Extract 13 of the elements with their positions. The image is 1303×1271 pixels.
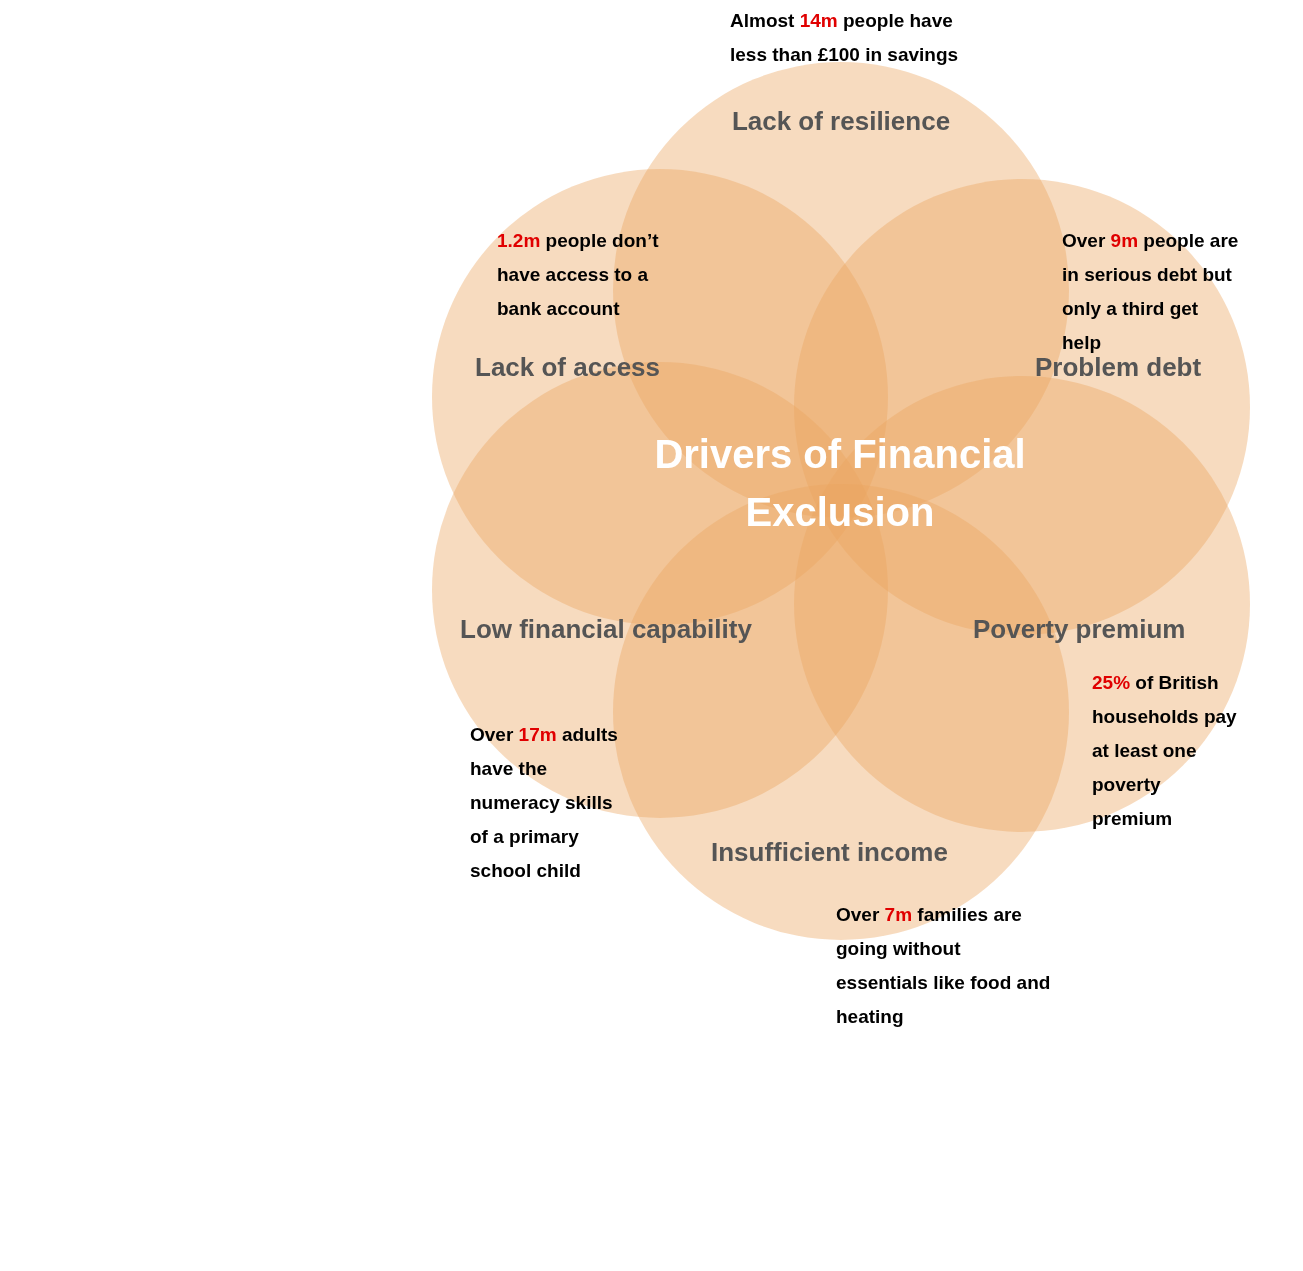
- statistic-text: Over 9m people are in serious debt but only a third get help: [1062, 229, 1240, 355]
- circle-label: Insufficient income: [711, 837, 948, 868]
- circle-label: Low financial capability: [460, 614, 752, 645]
- circle-label: Poverty premium: [973, 614, 1186, 645]
- circle-label: Lack of resilience: [730, 106, 952, 137]
- statistic-text: Over 17m adults have the numeracy skills of a primary school child: [470, 723, 619, 883]
- statistic-text: Almost 14m people have less than £100 in savings: [730, 9, 960, 67]
- statistic-text: 1.2m people don’t have access to a bank account: [497, 229, 660, 321]
- statistic-text: Over 7m families are going without essentials like food and heating: [836, 903, 1051, 1029]
- statistic-text: 25% of British households pay at least one poverty premium: [1092, 671, 1238, 831]
- circle-label: Lack of access: [475, 352, 660, 383]
- circle-label: Problem debt: [1035, 352, 1202, 383]
- diagram-title: Drivers of Financial Exclusion: [653, 431, 1027, 536]
